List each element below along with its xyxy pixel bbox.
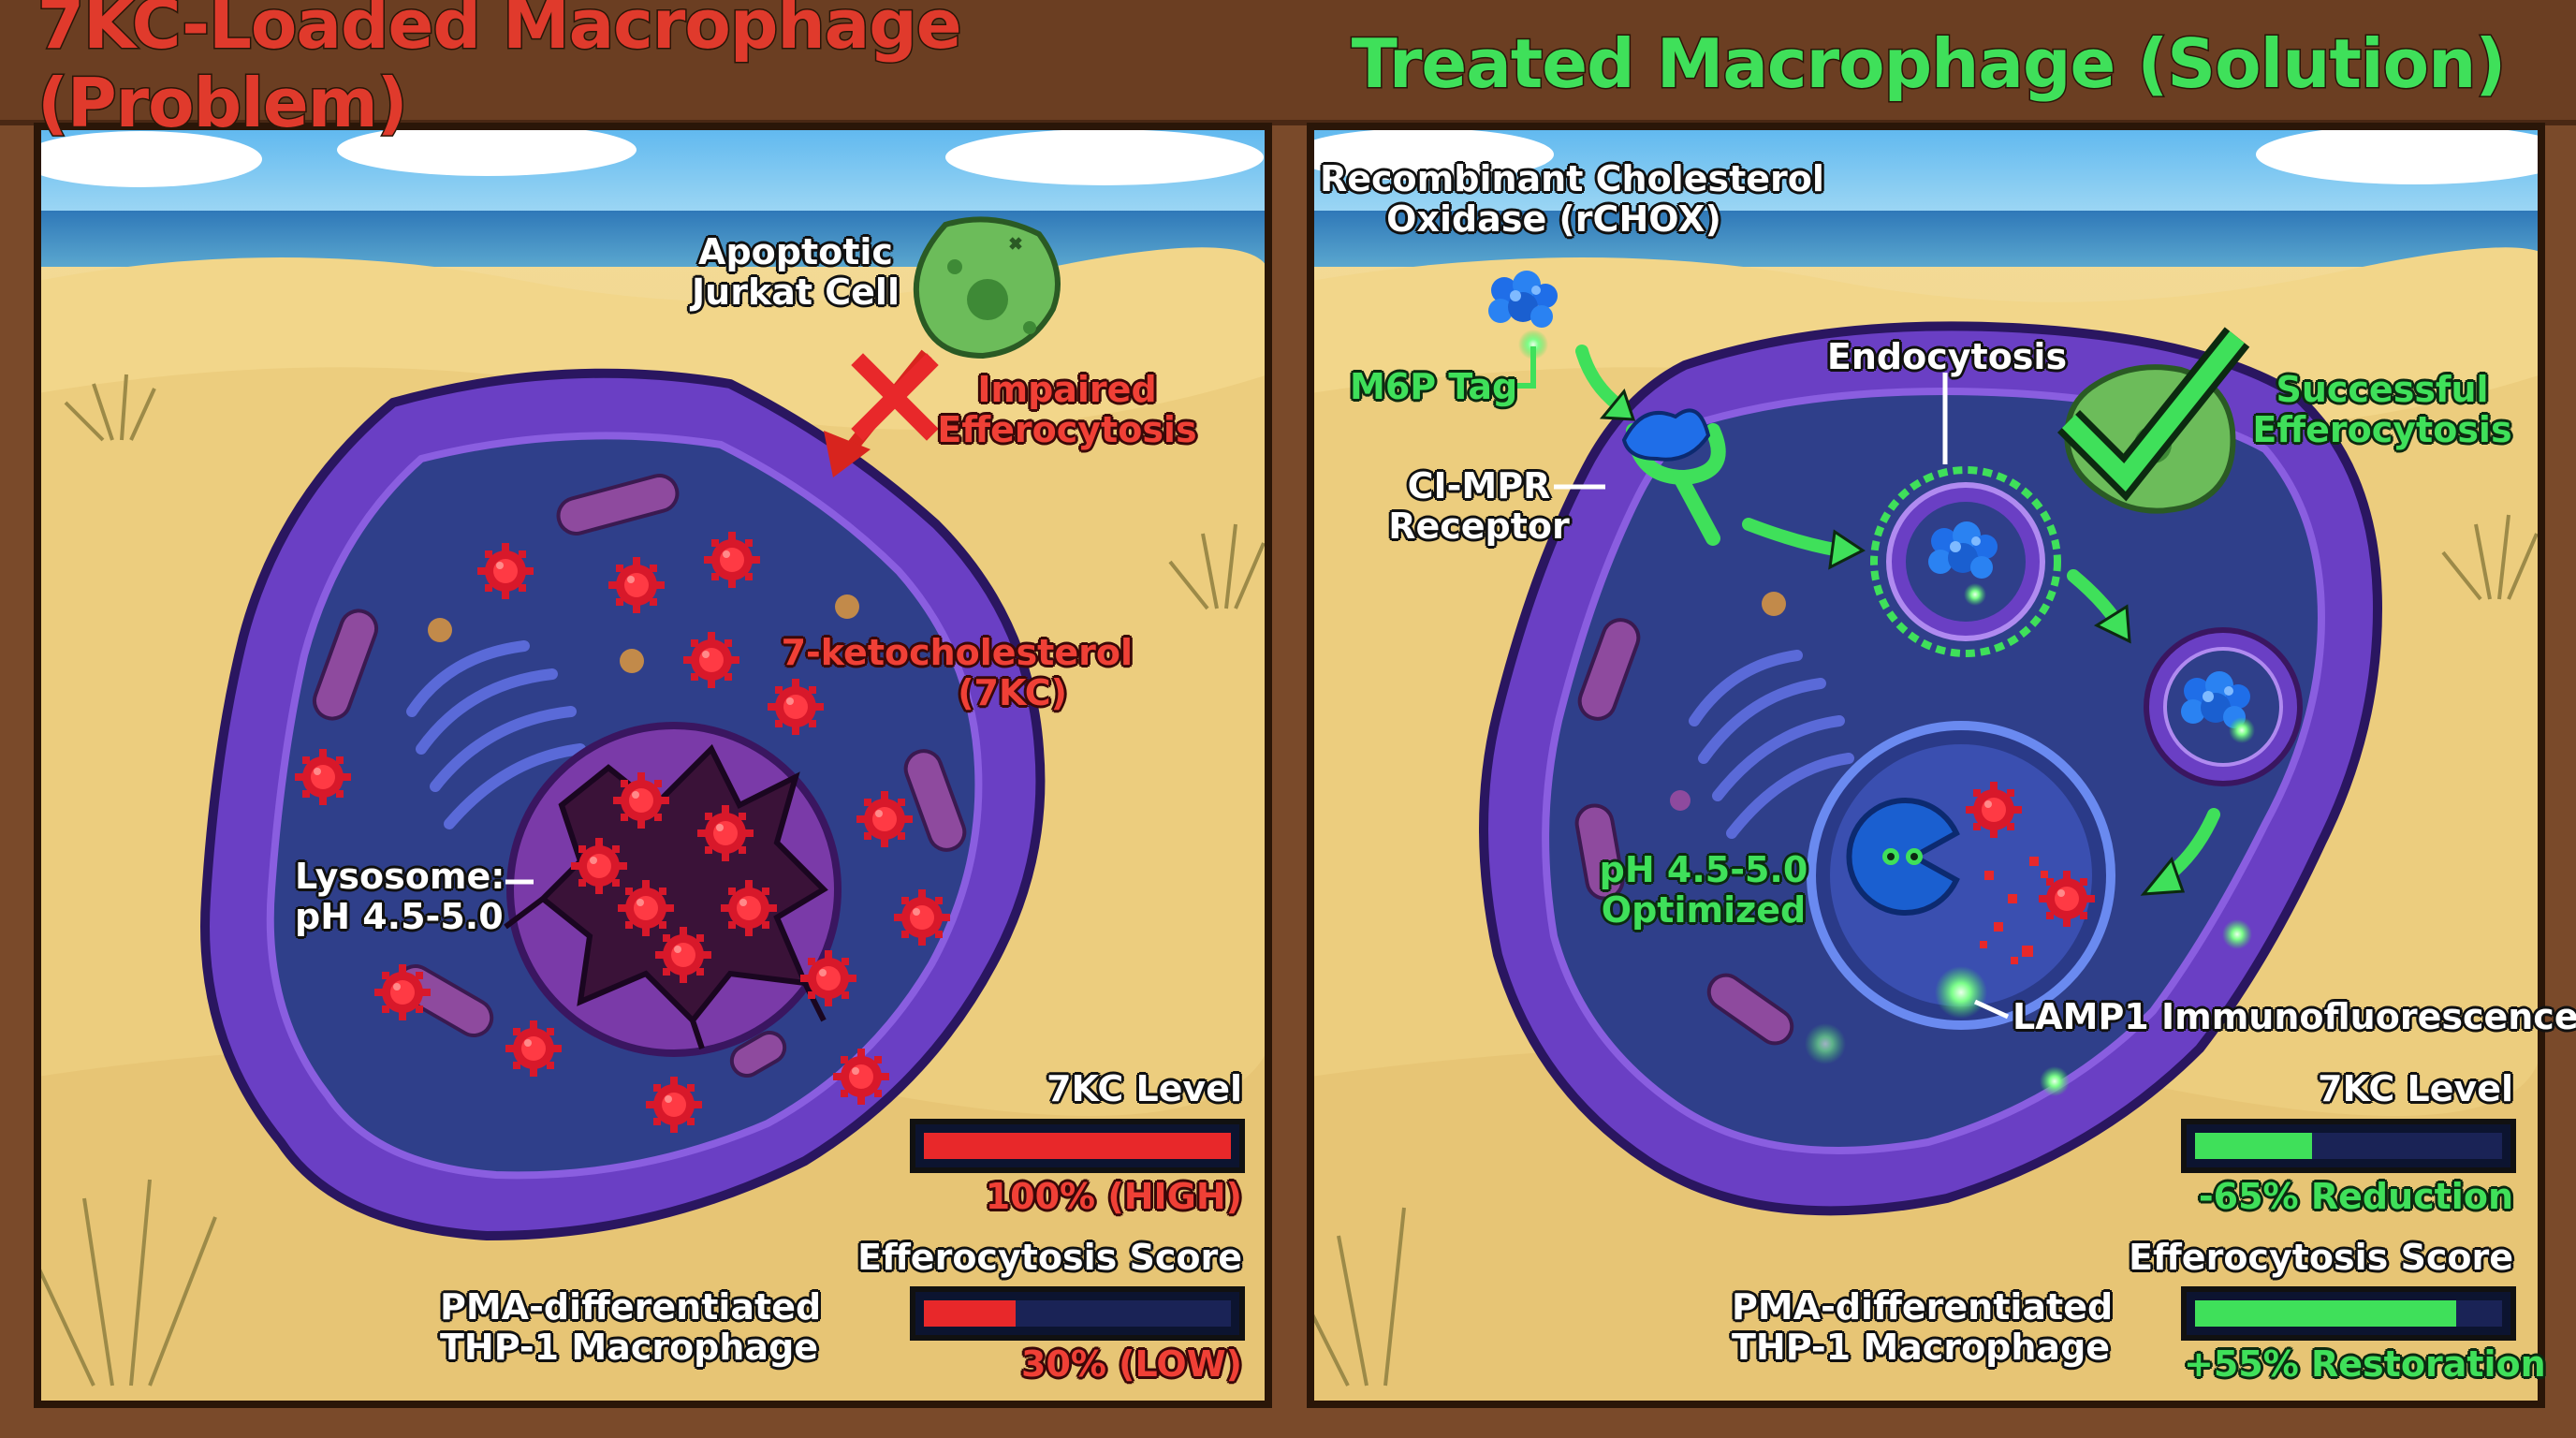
lysosome-optimized: [1807, 721, 2115, 1030]
cross-mark-icon: [851, 353, 939, 441]
right-panel-border: [1307, 123, 2545, 1408]
endocytosis-label: Endocytosis: [1826, 336, 2068, 377]
left-panel-title: 7KC-Loaded Macrophage (Problem): [37, 0, 964, 144]
efferocytosis-bar-right: [2181, 1286, 2516, 1341]
right-panel-title: Treated Macrophage (Solution): [1350, 23, 2508, 105]
efferocytosis-score-value-right: +55% Restoration: [2184, 1343, 2546, 1385]
kc-level-value-left: 100% (HIGH): [985, 1176, 1242, 1217]
lamp1-glow: [1935, 966, 1987, 1019]
m6p-tag-glow: [1518, 330, 1548, 360]
endosome: [1870, 466, 2061, 657]
efferocytosis-score-value-left: 30% (LOW): [1021, 1343, 1242, 1385]
efferocytosis-score-label-right: Efferocytosis Score: [2129, 1237, 2513, 1278]
lysosome-label: Lysosome:pH 4.5-5.0: [295, 856, 505, 937]
7kc-label: 7-ketocholesterol(7KC): [781, 632, 1133, 713]
lysosome-ruptured: [504, 722, 842, 1057]
lamp1-leader-line: [1973, 999, 2010, 1020]
ci-mpr-receptor: [1621, 408, 1726, 546]
left-panel-border: [34, 123, 1272, 1408]
vesicle: [2144, 627, 2303, 786]
lamp1-label: LAMP1 Immunofluorescence: [2012, 996, 2576, 1037]
7kc-fragments: [1966, 782, 2095, 964]
kc-level-label-right: 7KC Level: [2318, 1068, 2513, 1109]
kc-level-bar-right: [2181, 1119, 2516, 1173]
kc-level-label-left: 7KC Level: [1046, 1068, 1242, 1109]
lamp1-glow: [2222, 919, 2252, 949]
efferocytosis-score-label-left: Efferocytosis Score: [857, 1237, 1242, 1278]
kc-level-value-right: -65% Reduction: [2198, 1176, 2513, 1217]
pacman-enzyme-icon: [1846, 798, 1960, 916]
kc-level-bar-left: [910, 1119, 1245, 1173]
apoptotic-jurkat-cell: [913, 216, 1061, 360]
efferocytosis-bar-left: [910, 1286, 1245, 1341]
m6p-leader-line: [1507, 346, 1536, 389]
lamp1-glow: [1805, 1023, 1846, 1064]
lamp1-glow: [2040, 1066, 2070, 1096]
arrow-icon: [1599, 388, 2186, 896]
m6p-tag-label: M6P Tag: [1350, 366, 1518, 407]
